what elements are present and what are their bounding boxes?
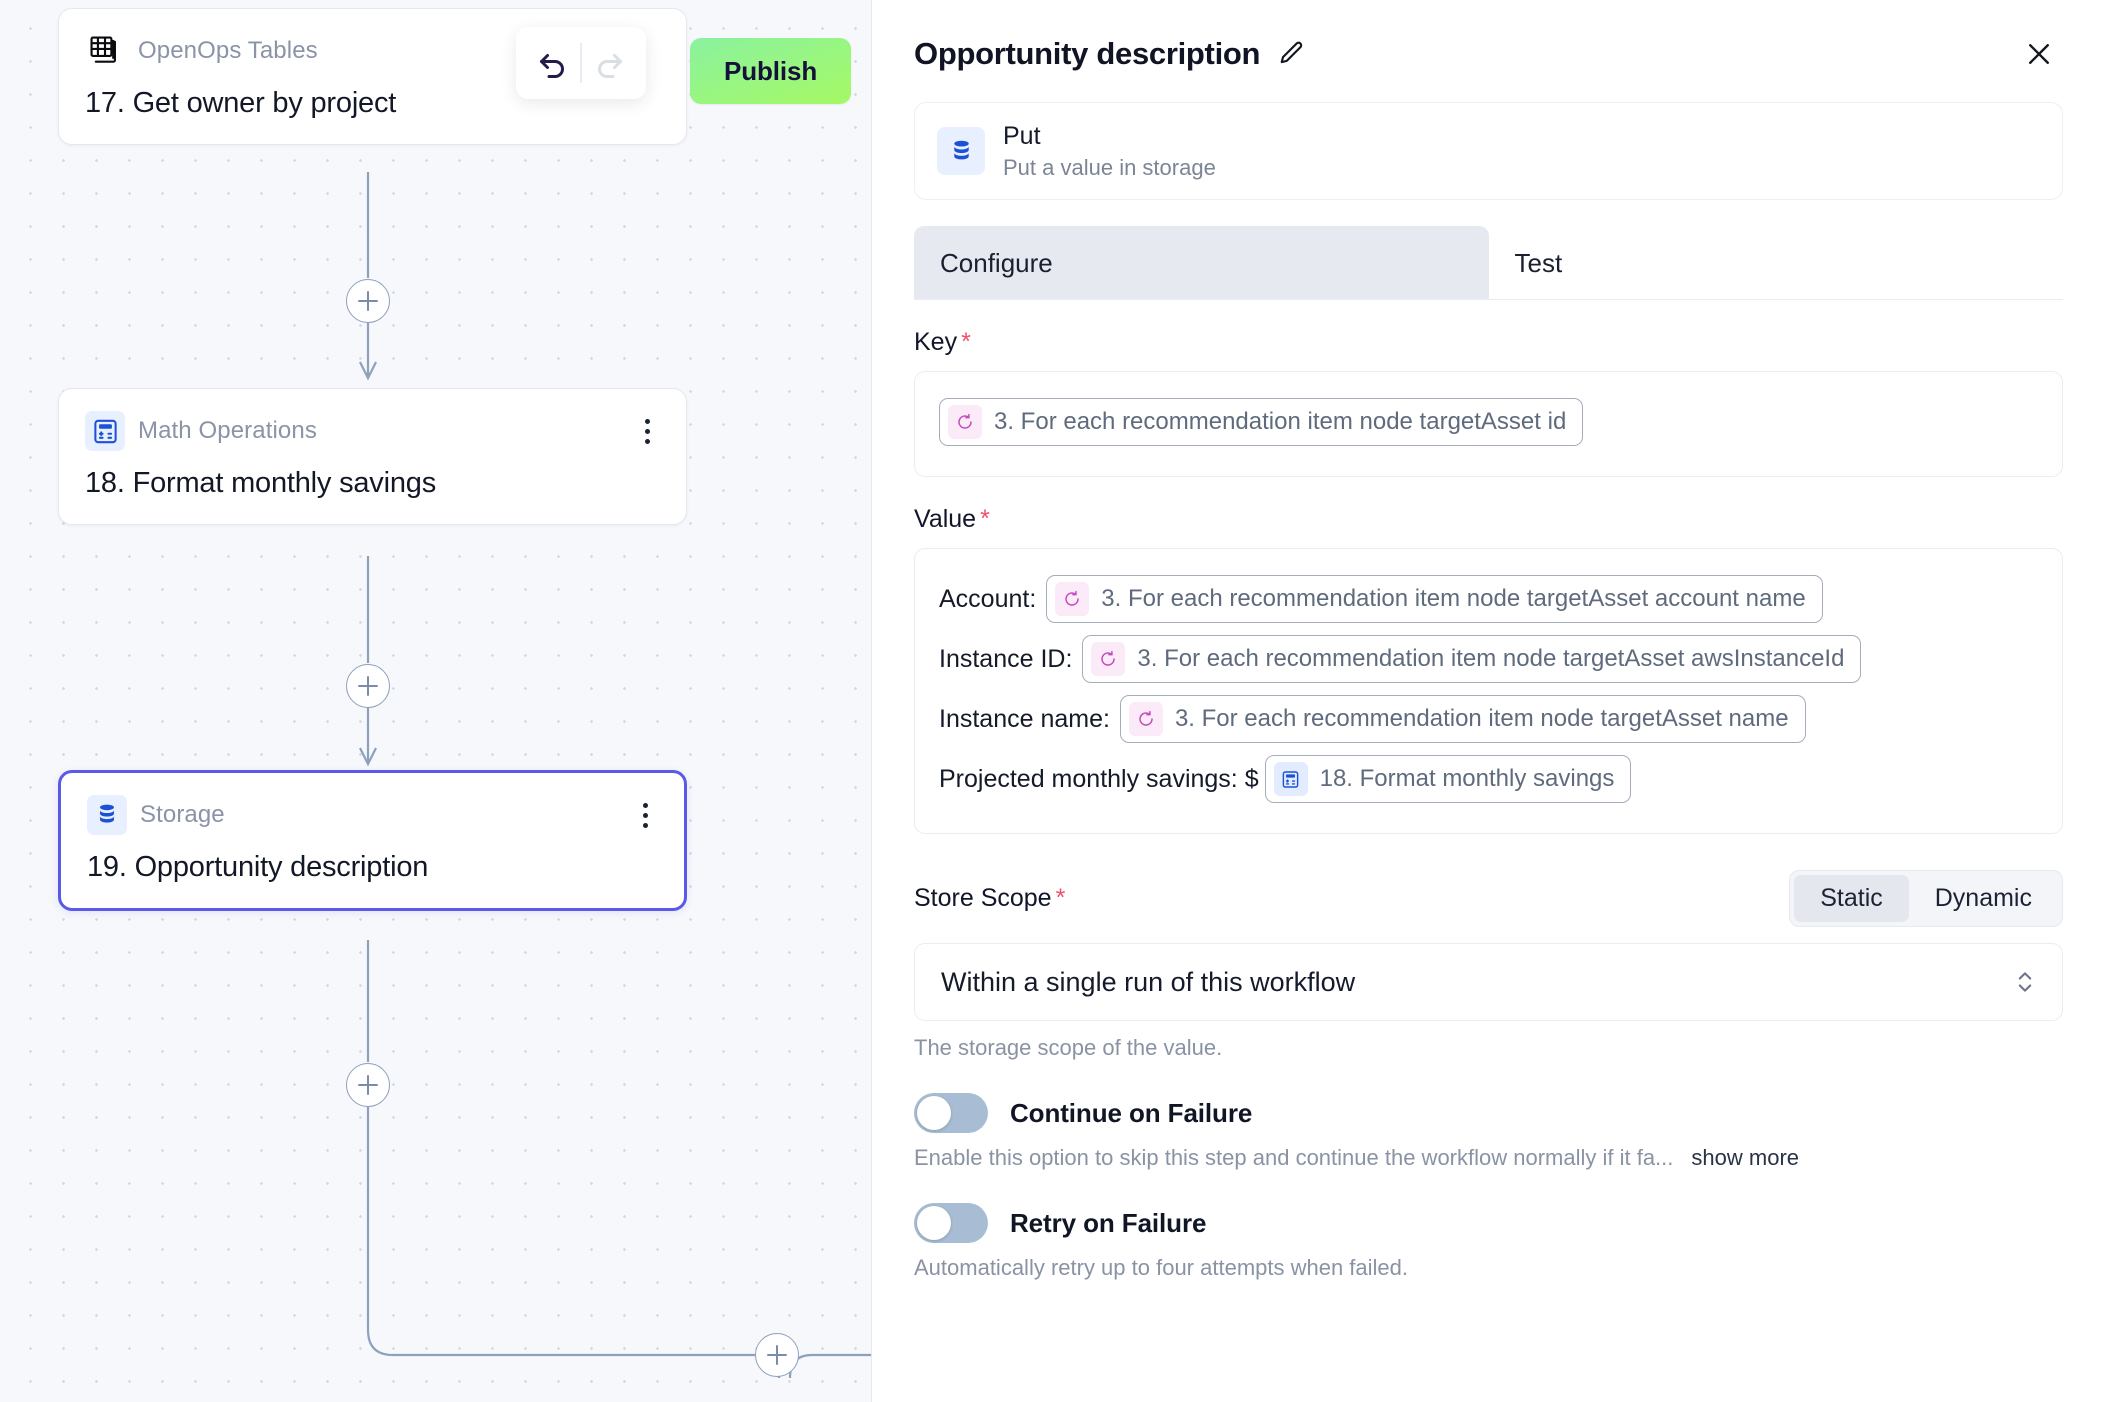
node-piece-label: Storage [140, 801, 225, 828]
chevron-updown-icon [2014, 967, 2036, 997]
panel-tabs: Configure Test [914, 226, 2063, 301]
piece-summary-card: Put Put a value in storage [914, 102, 2063, 201]
value-chip-text: 3. For each recommendation item node tar… [1174, 705, 1789, 733]
node-title: 17. Get owner by project [85, 87, 397, 119]
node-options-menu[interactable] [633, 797, 658, 834]
panel-body: Key* 3. For each recommendation item nod… [872, 328, 2105, 1281]
step-settings-panel: Opportunity description [872, 0, 2105, 1402]
node-header: OpenOps Tables [85, 31, 660, 71]
value-chip-savings[interactable]: 18. Format monthly savings [1264, 755, 1632, 804]
node-title: 18. Format monthly savings [85, 467, 436, 499]
value-mode-toggle: Static Dynamic [1789, 870, 2063, 928]
panel-header: Opportunity description [872, 0, 2105, 74]
value-chip-instance-id[interactable]: 3. For each recommendation item node tar… [1082, 635, 1862, 684]
value-row-label: Projected monthly savings: $ [939, 764, 1259, 793]
value-input[interactable]: Account: 3. For each recommendation item… [914, 548, 2063, 835]
page-title: Opportunity description [914, 36, 1261, 71]
continue-on-failure-label: Continue on Failure [1010, 1097, 1253, 1128]
mode-dynamic-button[interactable]: Dynamic [1909, 875, 2058, 922]
key-chip-text: 3. For each recommendation item node tar… [994, 408, 1567, 436]
value-chip-instance-name[interactable]: 3. For each recommendation item node tar… [1119, 695, 1806, 744]
value-row-account: Account: 3. For each recommendation item… [939, 575, 2038, 624]
key-input[interactable]: 3. For each recommendation item node tar… [914, 371, 2063, 478]
add-step-button-3[interactable] [346, 1063, 390, 1107]
redo-button[interactable] [582, 35, 638, 91]
value-chip-text: 3. For each recommendation item node tar… [1137, 645, 1845, 673]
required-marker: * [1055, 884, 1066, 913]
node-header: Math Operations [85, 411, 660, 451]
toggle-knob [917, 1206, 951, 1241]
pencil-icon[interactable] [1276, 39, 1306, 69]
node-piece-label: Math Operations [138, 417, 317, 444]
add-step-button-4[interactable] [755, 1333, 799, 1377]
calculator-icon [1273, 762, 1308, 797]
value-field-label: Value* [914, 505, 2063, 534]
value-row-label: Instance ID: [939, 644, 1073, 673]
tab-configure[interactable]: Configure [914, 226, 1489, 300]
workflow-node-18[interactable]: Math Operations 18. Format monthly savin… [58, 388, 687, 525]
store-scope-helper: The storage scope of the value. [914, 1035, 1223, 1061]
redo-arrow-icon [597, 54, 622, 78]
toolbar-divider [580, 43, 582, 83]
continue-on-failure-description: Enable this option to skip this step and… [914, 1145, 2063, 1171]
loop-icon [1128, 702, 1163, 737]
value-label-text: Value [914, 505, 977, 534]
loop-icon [1091, 642, 1126, 677]
continue-on-failure-row: Continue on Failure [914, 1093, 2063, 1134]
value-row-instance-name: Instance name: 3. For each recommendatio… [939, 695, 2038, 744]
loop-icon [1055, 582, 1090, 617]
required-marker: * [961, 328, 971, 357]
tab-test[interactable]: Test [1488, 226, 2063, 300]
value-row-label: Instance name: [939, 704, 1110, 733]
value-chip-account[interactable]: 3. For each recommendation item node tar… [1046, 575, 1823, 624]
node-options-menu[interactable] [635, 413, 660, 450]
close-icon[interactable] [2019, 34, 2059, 74]
retry-on-failure-toggle[interactable] [914, 1203, 988, 1244]
piece-description: Put a value in storage [1003, 155, 1216, 181]
store-scope-header: Store Scope* Static Dynamic [914, 870, 2063, 928]
undo-arrow-icon [540, 54, 564, 78]
value-row-label: Account: [939, 584, 1037, 613]
store-scope-label: Store Scope* [914, 884, 1065, 913]
piece-summary-text: Put Put a value in storage [1003, 121, 1216, 181]
loop-icon [948, 405, 982, 440]
store-scope-select[interactable]: Within a single run of this workflow [914, 943, 2063, 1022]
required-marker: * [980, 505, 990, 534]
store-scope-label-text: Store Scope [914, 884, 1052, 913]
workflow-canvas[interactable]: OpenOps Tables 17. Get owner by project … [0, 0, 872, 1402]
retry-on-failure-row: Retry on Failure [914, 1203, 2063, 1244]
workflow-node-19[interactable]: Storage 19. Opportunity description [58, 770, 687, 911]
value-chip-text: 18. Format monthly savings [1319, 765, 1615, 793]
calculator-icon [85, 411, 125, 451]
retry-on-failure-description: Automatically retry up to four attempts … [914, 1255, 2063, 1281]
node-piece-label: OpenOps Tables [138, 37, 318, 64]
history-toolbar [516, 27, 646, 99]
toggle-knob [917, 1096, 951, 1131]
undo-button[interactable] [524, 35, 580, 91]
value-row-savings: Projected monthly savings: $ 18. Format … [939, 755, 2038, 804]
value-chip-text: 3. For each recommendation item node tar… [1101, 585, 1806, 613]
mode-static-button[interactable]: Static [1794, 875, 1909, 923]
value-row-instance-id: Instance ID: 3. For each recommendation … [939, 635, 2038, 684]
tables-icon [85, 31, 125, 71]
publish-button[interactable]: Publish [690, 38, 852, 104]
node-header: Storage [87, 795, 658, 835]
retry-on-failure-label: Retry on Failure [1010, 1207, 1207, 1238]
continue-on-failure-toggle[interactable] [914, 1093, 988, 1134]
add-step-button-1[interactable] [346, 279, 390, 323]
key-label-text: Key [914, 328, 958, 357]
key-chip[interactable]: 3. For each recommendation item node tar… [939, 398, 1584, 447]
show-more-link[interactable]: show more [1691, 1145, 1799, 1171]
retry-on-failure-desc-text: Automatically retry up to four attempts … [914, 1255, 1409, 1281]
key-field-label: Key* [914, 328, 2063, 357]
store-scope-selected-value: Within a single run of this workflow [941, 966, 1356, 997]
node-title: 19. Opportunity description [87, 851, 429, 883]
piece-name: Put [1003, 122, 1041, 150]
canvas-connectors [359, 172, 871, 1379]
database-icon [937, 127, 985, 176]
continue-on-failure-desc-text: Enable this option to skip this step and… [914, 1145, 1674, 1171]
add-step-button-2[interactable] [346, 664, 390, 708]
database-icon [87, 795, 127, 835]
